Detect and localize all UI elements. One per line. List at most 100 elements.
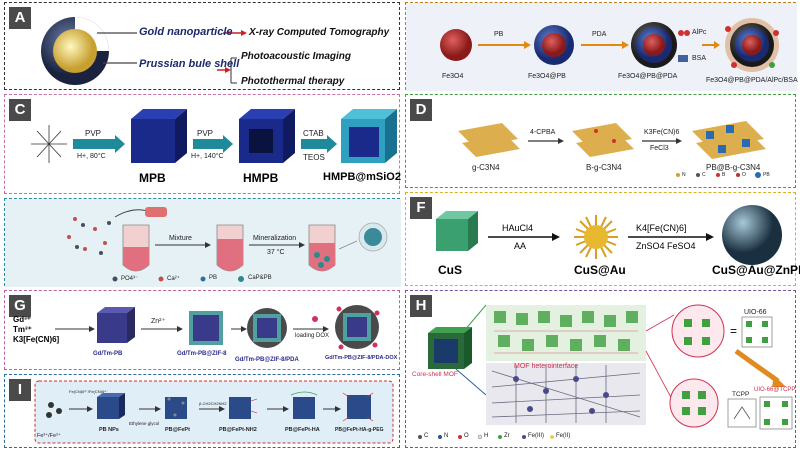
panel-a: A Gold nanoparticle Prussian bule shell … (4, 2, 400, 90)
label-pb-fept-ha: PB@FePt-HA (285, 427, 320, 433)
label-uio66-tcpp: UIO-66@TCPP (754, 387, 796, 393)
reagent-bsa: BSA (692, 55, 707, 62)
label-hmpb-msio2: HMPB@mSiO2 (323, 171, 401, 183)
synthesis-scheme (436, 205, 782, 265)
label-gc3n4: g-C3N4 (472, 163, 500, 172)
reagent-aa: AA (514, 241, 527, 251)
label-tcpp: TCPP (732, 391, 750, 398)
panel-letter: A (9, 7, 31, 29)
label-pbbgc3n4: PB@B-g-C3N4 (706, 163, 761, 172)
legend-c: C (702, 172, 706, 178)
step-ctab: CTAB (303, 129, 324, 138)
label-stage-1: Gd/Tm-PB (93, 351, 123, 357)
ion-kfecn: K3[Fe(CN)6] (13, 335, 60, 344)
label-stage-4: Gd/Tm-PB@ZIF-8/PDA-DOX (325, 355, 398, 361)
panel-b: B PB PDA AlPc BSA Fe3O4 Fe3O4@PB Fe3O4@P… (405, 2, 798, 91)
legend-b: B (722, 172, 726, 178)
core-shell-sphere (41, 17, 247, 85)
label-mixture: Mixture (169, 235, 192, 242)
legend-o: O (742, 172, 746, 178)
label-heterointerface: MOF heterointerface (514, 363, 579, 370)
legend-n: N (682, 172, 686, 178)
arrow-label-pb: PB (494, 31, 504, 38)
step-kfe: K3Fe(CN)6 (644, 129, 680, 136)
label-pb-nps: PB NPs (99, 427, 119, 433)
legend-fe2: Fe(II) (556, 433, 571, 439)
synthesis-scheme (55, 305, 380, 350)
legend-c: C (424, 433, 429, 439)
label-bgc3n4: B-g-C3N4 (586, 163, 622, 172)
legend-n: N (444, 433, 449, 439)
ion-tm: Tm³⁺ (13, 325, 32, 334)
label-uio66: UIO-66 (744, 309, 767, 316)
label-cus: CuS (438, 263, 462, 277)
label-pb-fept-ha-peg: PB@FePt-HA-g-PEG (335, 427, 384, 433)
synthesis-scheme (31, 109, 397, 163)
reagent-znso4-feso4: ZnSO4 FeSO4 (636, 241, 696, 251)
reagent-k4fecn6: K4[Fe(CN)6] (636, 223, 687, 233)
stage-label-2: Fe3O4@PB (528, 73, 566, 80)
reagent-alpc: AlPc (692, 29, 707, 36)
reagent-fecn: Fe(CN)6³⁻/Fe(CN)6⁴⁻ (69, 389, 109, 394)
label-pb-fept: PB@FePt (165, 427, 190, 433)
legend-po4: PO4³⁻ (121, 276, 139, 282)
panel-letter: G (9, 295, 31, 317)
mof-structure-scheme: = (418, 304, 793, 440)
cond-1: H+, 80°C (77, 153, 106, 160)
mineralization-scheme (5, 199, 401, 287)
stage-label-1: Fe3O4 (442, 73, 464, 80)
panel-letter: H (410, 295, 432, 317)
reagent-amine: β-CH2CH2NH2 (199, 401, 227, 406)
reagent-ethylene-glycol: Ethylene glycol (129, 421, 160, 426)
label-pb-fept-nh2: PB@FePt-NH2 (219, 427, 257, 433)
step-pvp-1: PVP (85, 129, 102, 138)
panel-d: D 4-CPBA K3Fe(CN)6 FeCl3 g-C3N4 B-g-C3N4… (405, 94, 796, 188)
panel-e: E Mixture Mineralization 37 °C PO4³⁻ Ca²… (4, 198, 401, 287)
svg-text:=: = (730, 324, 737, 338)
step-teos: TEOS (303, 153, 325, 162)
arrow-label-pda: PDA (592, 31, 607, 38)
panel-letter: F (410, 197, 432, 219)
reagent-zn: Zn²⁺ (151, 318, 166, 325)
photothermal-label: Photothermal therapy (241, 76, 345, 87)
ion-fe: Fe³⁺/Fe²⁺ (37, 433, 61, 439)
step-4cpba: 4-CPBA (530, 129, 556, 136)
label-hmpb: HMPB (243, 171, 279, 185)
shell-label: Prussian bule shell (139, 58, 240, 70)
synthesis-scheme (34, 380, 394, 444)
step-pvp-2: PVP (197, 129, 214, 138)
stage-label-3: Fe3O4@PB@PDA (618, 73, 678, 80)
photoacoustic-label: Photoacoustic Imaging (241, 51, 352, 62)
panel-c: C PVP H+, 80°C PVP H+, 140°C CTAB TEOS M… (4, 94, 401, 194)
panel-g: G Gd³⁺ Tm³⁺ K3[Fe(CN)6] Zn²⁺ loading DOX… (4, 290, 400, 370)
reagent-haucl4: HAuCl4 (502, 223, 534, 233)
label-loading-dox: loading DOX (295, 333, 330, 339)
panel-i: I Fe³⁺/Fe²⁺ Fe(CN)6³⁻/Fe(CN)6⁴⁻ Ethylene… (4, 374, 400, 448)
cond-2: H+, 140°C (191, 153, 224, 160)
legend-pb: PB (763, 172, 770, 178)
step-fecl3: FeCl3 (650, 145, 669, 152)
legend-cappb: CaP&PB (248, 275, 272, 281)
label-mpb: MPB (139, 171, 166, 185)
panel-letter: C (9, 99, 31, 121)
label-stage-3: Gd/Tm-PB@ZIF-8/PDA (235, 357, 299, 363)
legend-ca: Ca²⁺ (167, 276, 180, 282)
legend-fe3: Fe(III) (528, 433, 544, 439)
legend-o: O (464, 433, 469, 439)
panel-h: H = (405, 290, 796, 448)
panel-f: F HAuCl4 AA K4[Fe(CN)6] ZnSO4 FeSO4 CuS … (405, 192, 800, 286)
legend-zr: Zr (504, 433, 510, 439)
legend-pb: PB (209, 275, 218, 281)
label-temp: 37 °C (267, 249, 285, 256)
panel-letter: I (9, 379, 31, 401)
gold-label: Gold nanoparticle (139, 26, 233, 38)
label-core-shell: Core-shell MOF (412, 371, 458, 378)
label-cusau: CuS@Au (574, 263, 626, 277)
xray-label: X-ray Computed Tomography (249, 27, 390, 38)
label-mineralization: Mineralization (253, 235, 297, 242)
panel-letter: D (410, 99, 432, 121)
stage-label-4: Fe3O4@PB@PDA/AlPc/BSA (706, 77, 798, 84)
synthesis-scheme (458, 121, 766, 178)
label-stage-2: Gd/Tm-PB@ZIF-8 (177, 351, 227, 357)
legend-h: H (484, 433, 489, 439)
